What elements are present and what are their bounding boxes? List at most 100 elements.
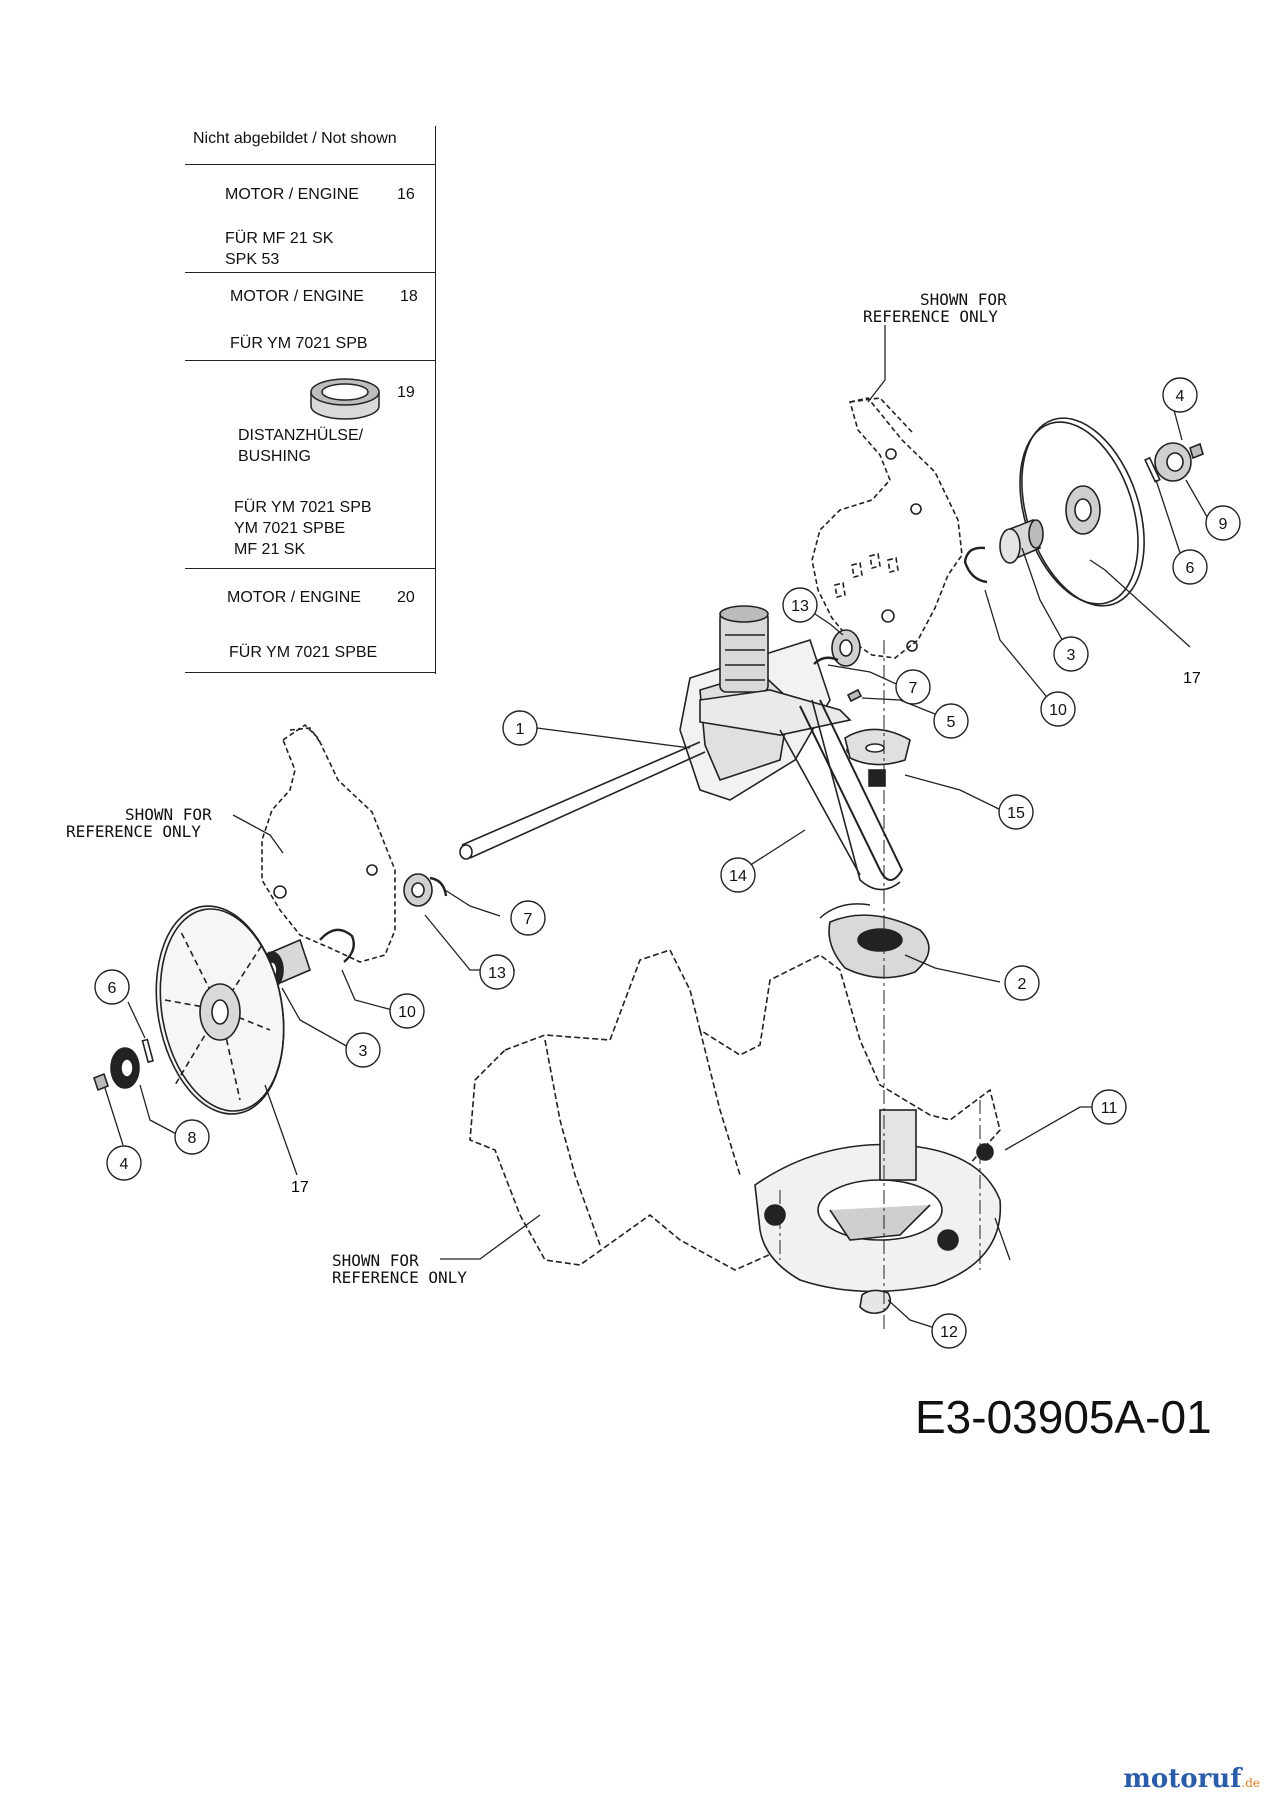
legend-part-note: MF 21 SK	[234, 541, 306, 558]
bolt	[846, 688, 863, 703]
callout-number: 5	[947, 714, 956, 731]
legend-part-note: SPK 53	[225, 251, 280, 268]
bracket-hole	[881, 609, 895, 623]
left-wheel	[155, 905, 285, 1115]
legend-part-number: 18	[400, 288, 418, 305]
callout-number: 3	[359, 1043, 368, 1060]
divider	[185, 568, 435, 569]
legend-part-name: MOTOR / ENGINE	[230, 288, 364, 305]
callout-number: 8	[188, 1130, 197, 1147]
legend-part-note: FÜR YM 7021 SPB	[234, 499, 372, 516]
legend-part-name: MOTOR / ENGINE	[227, 589, 361, 606]
callout-balloon	[174, 1119, 210, 1155]
callout-balloon	[502, 710, 538, 746]
legend-part-name: MOTOR / ENGINE	[225, 186, 359, 203]
left-hub-cap	[110, 1047, 140, 1089]
legend-header: Nicht abgebildet / Not shown	[193, 130, 397, 147]
callout-balloon	[720, 857, 756, 893]
callout-number: 3	[1067, 647, 1076, 664]
callout-balloon	[1091, 1089, 1127, 1125]
divider	[185, 672, 435, 673]
callout-balloon	[345, 1032, 381, 1068]
callout-number: 12	[940, 1324, 958, 1341]
callout-balloon	[1040, 691, 1076, 727]
auger-housing	[754, 1109, 1002, 1293]
callout-number: 13	[488, 965, 506, 982]
callout-number: 9	[1219, 516, 1228, 533]
bracket-hole	[366, 864, 378, 876]
callout-balloon	[782, 587, 818, 623]
reference-note-line: SHOWN FOR	[920, 290, 1007, 309]
reference-note-line: SHOWN FOR	[125, 805, 212, 824]
center-lines	[779, 640, 981, 1330]
legend-part-number: 16	[397, 186, 415, 203]
plug	[859, 1289, 892, 1315]
callout-balloon	[931, 1313, 967, 1349]
divider	[185, 360, 435, 361]
wheel-part-label: 17	[291, 1179, 309, 1196]
callout-balloon	[510, 900, 546, 936]
callout-number: 1	[516, 721, 525, 738]
right-clip	[963, 546, 988, 584]
callout-number: 10	[1049, 702, 1067, 719]
left-clip	[319, 928, 355, 963]
callout-balloon	[1162, 377, 1198, 413]
right-pin-clip	[813, 656, 839, 665]
legend-part-note: FÜR YM 7021 SPBE	[229, 644, 378, 661]
callout-balloon	[106, 1145, 142, 1181]
callout-balloon	[998, 794, 1034, 830]
divider	[185, 164, 435, 165]
callout-balloon	[895, 669, 931, 705]
bearing-ring-hole	[839, 639, 853, 657]
left-pin-clip	[429, 876, 448, 897]
washer-bushing	[844, 728, 911, 787]
callout-number: 15	[1007, 805, 1025, 822]
legend-part-note: YM 7021 SPBE	[234, 520, 346, 537]
callout-number: 6	[108, 980, 117, 997]
right-screw	[1189, 442, 1204, 460]
wheel-part-label: 17	[1183, 670, 1201, 687]
bracket-hole	[885, 448, 897, 460]
callout-balloon	[479, 954, 515, 990]
left-pin	[141, 1038, 154, 1064]
shaft-end	[459, 844, 473, 860]
callout-balloon	[1004, 965, 1040, 1001]
motoruf-logo: motoruf.de	[1123, 1764, 1260, 1794]
callout-number: 11	[1101, 1100, 1118, 1117]
callout-balloon	[1053, 636, 1089, 672]
callout-number: 4	[1176, 388, 1185, 405]
callout-number: 4	[120, 1156, 129, 1173]
legend-part-note: FÜR YM 7021 SPB	[230, 335, 368, 352]
left-side-bracket	[261, 723, 396, 963]
callout-number: 13	[791, 598, 809, 615]
bushing-icon	[310, 378, 380, 420]
housing	[469, 949, 1001, 1271]
callout-balloon	[1172, 549, 1208, 585]
legend-part-name: BUSHING	[238, 448, 311, 465]
callout-balloon	[389, 993, 425, 1029]
reference-note-line: SHOWN FOR	[332, 1251, 419, 1270]
reference-notes: SHOWN FOR REFERENCE ONLY SHOWN FOR REFER…	[66, 290, 1007, 1287]
legend-part-number: 19	[397, 384, 415, 401]
bracket-hole	[273, 885, 287, 899]
leader-lines	[104, 325, 1211, 1329]
callout-number: 10	[398, 1004, 416, 1021]
callout-number: 14	[729, 868, 747, 885]
callout-number: 2	[1018, 976, 1027, 993]
right-pin	[1144, 456, 1161, 483]
legend-part-number: 20	[397, 589, 415, 606]
callout-balloon	[1205, 505, 1241, 541]
divider	[185, 272, 435, 273]
callout-number: 6	[1186, 560, 1195, 577]
logo-suffix: .de	[1241, 1776, 1260, 1790]
reference-note-line: REFERENCE ONLY	[66, 822, 201, 841]
gearbox	[679, 605, 852, 801]
legend-part-note: FÜR MF 21 SK	[225, 230, 334, 247]
bracket-hole	[910, 503, 922, 515]
not-shown-legend: Nicht abgebildet / Not shown MOTOR / ENG…	[185, 126, 436, 674]
legend-part-name: DISTANZHÜLSE/	[238, 427, 364, 444]
drive-belt	[779, 699, 904, 891]
callout-number: 7	[909, 680, 918, 697]
